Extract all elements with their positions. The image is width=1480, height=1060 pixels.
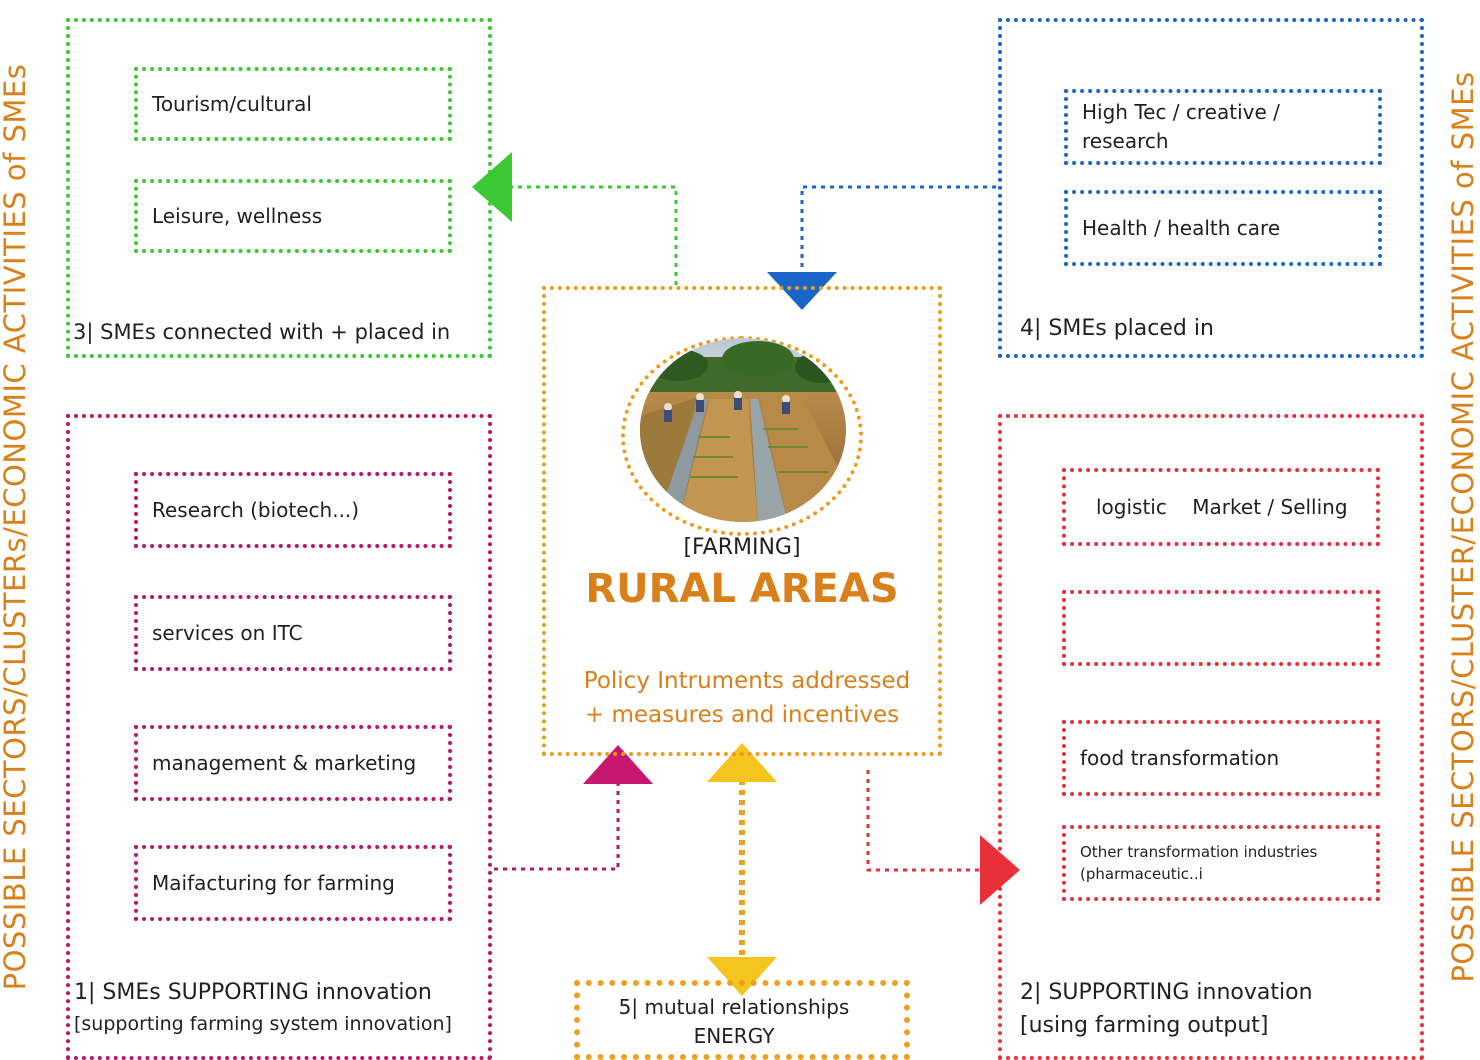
connector-green (512, 185, 678, 285)
box2-item-logistic: logistic Market / Selling (1062, 468, 1380, 546)
box3-title: 3| SMEs connected with + placed in (73, 320, 451, 344)
box2-subtitle: [using farming output] (1020, 1013, 1269, 1038)
arrow-green (472, 152, 512, 222)
connector-magenta (494, 784, 620, 871)
box2-title: 2| SUPPORTING innovation (1020, 980, 1313, 1005)
arrow-magenta (583, 745, 653, 784)
box-4-hightec (998, 18, 1424, 358)
arrow-blue (767, 272, 837, 310)
box1-subtitle: [supporting farming system innovation] (74, 1013, 452, 1035)
box4-item-hightec: High Tec / creative / research (1064, 89, 1382, 165)
box1-item-management: management & marketing (134, 725, 452, 801)
center-rural-areas (542, 286, 942, 756)
farming-photo (640, 338, 846, 522)
box3-item-tourism: Tourism/cultural (134, 67, 452, 141)
connector-red (866, 770, 980, 872)
box2-item-empty (1062, 590, 1380, 666)
arrow-yellow-down (707, 957, 777, 996)
arrow-yellow-up (707, 743, 777, 782)
box-3-tourism (66, 18, 492, 358)
box1-item-manufacturing: Maifacturing for farming (134, 845, 452, 921)
farming-photo-ring (621, 336, 863, 536)
box2-item-other-industries: Other transformation industries (pharmac… (1062, 825, 1380, 901)
policy-line-1: Policy Intruments addressed (583, 668, 911, 694)
box1-title: 1| SMEs SUPPORTING innovation (74, 980, 432, 1005)
box4-item-health: Health / health care (1064, 190, 1382, 266)
box1-item-research: Research (biotech...) (134, 472, 452, 548)
box-5-energy (574, 980, 910, 1060)
connector-blue (800, 185, 996, 272)
box2-item-food: food transformation (1062, 720, 1380, 796)
box4-title: 4| SMEs placed in (1020, 316, 1214, 341)
box3-item-leisure: Leisure, wellness (134, 179, 452, 253)
policy-line-2: + measures and incentives (584, 702, 900, 728)
farming-tag: [FARMING] (683, 535, 801, 560)
rural-areas-title: RURAL AREAS (585, 566, 899, 612)
box1-item-itc: services on ITC (134, 595, 452, 671)
box5-line2: ENERGY (693, 1024, 775, 1048)
box5-line1: 5| mutual relationships (618, 995, 850, 1019)
